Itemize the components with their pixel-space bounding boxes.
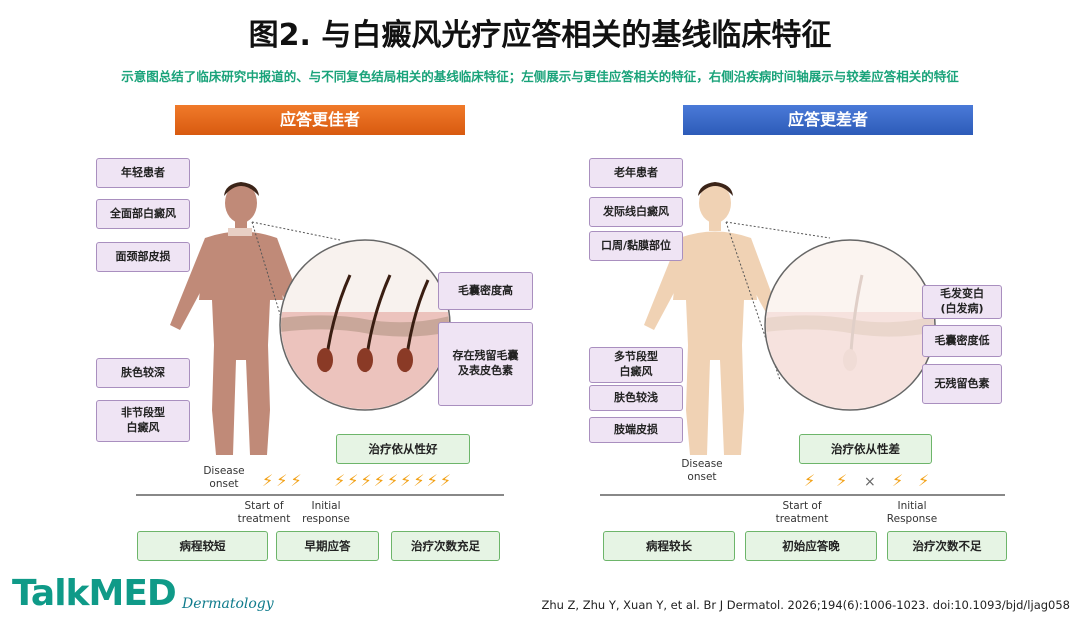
right-feature-box: 老年患者 — [589, 158, 683, 188]
page-subtitle: 示意图总结了临床研究中报道的、与不同复色结局相关的基线临床特征；左侧展示与更佳应… — [121, 69, 959, 84]
missed-session-x-icon: × — [864, 474, 876, 490]
right-feature-box: 肢端皮损 — [589, 417, 683, 443]
right-feature-box: 毛发变白 (白发病) — [922, 285, 1002, 319]
right-outcome-box: 病程较长 — [603, 531, 735, 561]
left-outcome-box: 病程较短 — [137, 531, 268, 561]
left-feature-box: 全面部白癜风 — [96, 199, 190, 229]
left-human-figure — [170, 182, 312, 455]
left-start-treatment-label: Start of treatment — [237, 500, 291, 526]
left-magnifier — [251, 221, 451, 411]
left-panel-banner: 应答更佳者 — [175, 105, 465, 135]
left-adherence-box: 治疗依从性好 — [336, 434, 470, 464]
talkmed-logo: TalkMED — [12, 573, 177, 614]
left-initial-response-label: Initial response — [302, 500, 350, 526]
left-feature-box: 面颈部皮损 — [96, 242, 190, 272]
right-adherence-box: 治疗依从性差 — [799, 434, 932, 464]
page-title: 图2. 与白癜风光疗应答相关的基线临床特征 — [248, 18, 832, 53]
right-disease-onset-label: Disease onset — [681, 458, 723, 484]
right-panel-banner: 应答更差者 — [683, 105, 973, 135]
right-timeline-axis — [600, 494, 1005, 496]
right-magnifier — [725, 221, 936, 411]
right-treatment-lightning-icon: ⚡ — [892, 471, 904, 490]
right-initial-response-label: Initial Response — [886, 500, 938, 526]
right-feature-box: 发际线白癜风 — [589, 197, 683, 227]
left-feature-box: 非节段型 白癜风 — [96, 400, 190, 442]
left-outcome-box: 治疗次数充足 — [391, 531, 500, 561]
right-feature-box: 无残留色素 — [922, 364, 1002, 404]
left-timeline-axis — [136, 494, 504, 496]
left-disease-onset-label: Disease onset — [203, 465, 245, 491]
right-start-treatment-label: Start of treatment — [775, 500, 829, 526]
right-feature-box: 口周/黏膜部位 — [589, 231, 683, 261]
left-treatment-lightning-icons: ⚡⚡⚡⚡⚡⚡⚡⚡⚡ — [334, 471, 454, 490]
left-feature-box: 年轻患者 — [96, 158, 190, 188]
right-feature-box: 毛囊密度低 — [922, 325, 1002, 357]
left-feature-box: 存在残留毛囊 及表皮色素 — [438, 322, 533, 406]
right-treatment-lightning-icon: ⚡ — [918, 471, 930, 490]
right-outcome-box: 治疗次数不足 — [887, 531, 1007, 561]
left-feature-box: 毛囊密度高 — [438, 272, 533, 310]
left-outcome-box: 早期应答 — [276, 531, 379, 561]
citation: Zhu Z, Zhu Y, Xuan Y, et al. Br J Dermat… — [541, 598, 1070, 612]
right-treatment-lightning-icon: ⚡ — [804, 471, 816, 490]
right-feature-box: 肤色较浅 — [589, 385, 683, 411]
right-feature-box: 多节段型 白癜风 — [589, 347, 683, 383]
left-feature-box: 肤色较深 — [96, 358, 190, 388]
left-treatment-lightning-icons: ⚡⚡⚡ — [262, 471, 305, 490]
right-outcome-box: 初始应答晚 — [745, 531, 877, 561]
right-treatment-lightning-icon: ⚡ — [836, 471, 848, 490]
logo-subtitle: Dermatology — [182, 596, 274, 612]
